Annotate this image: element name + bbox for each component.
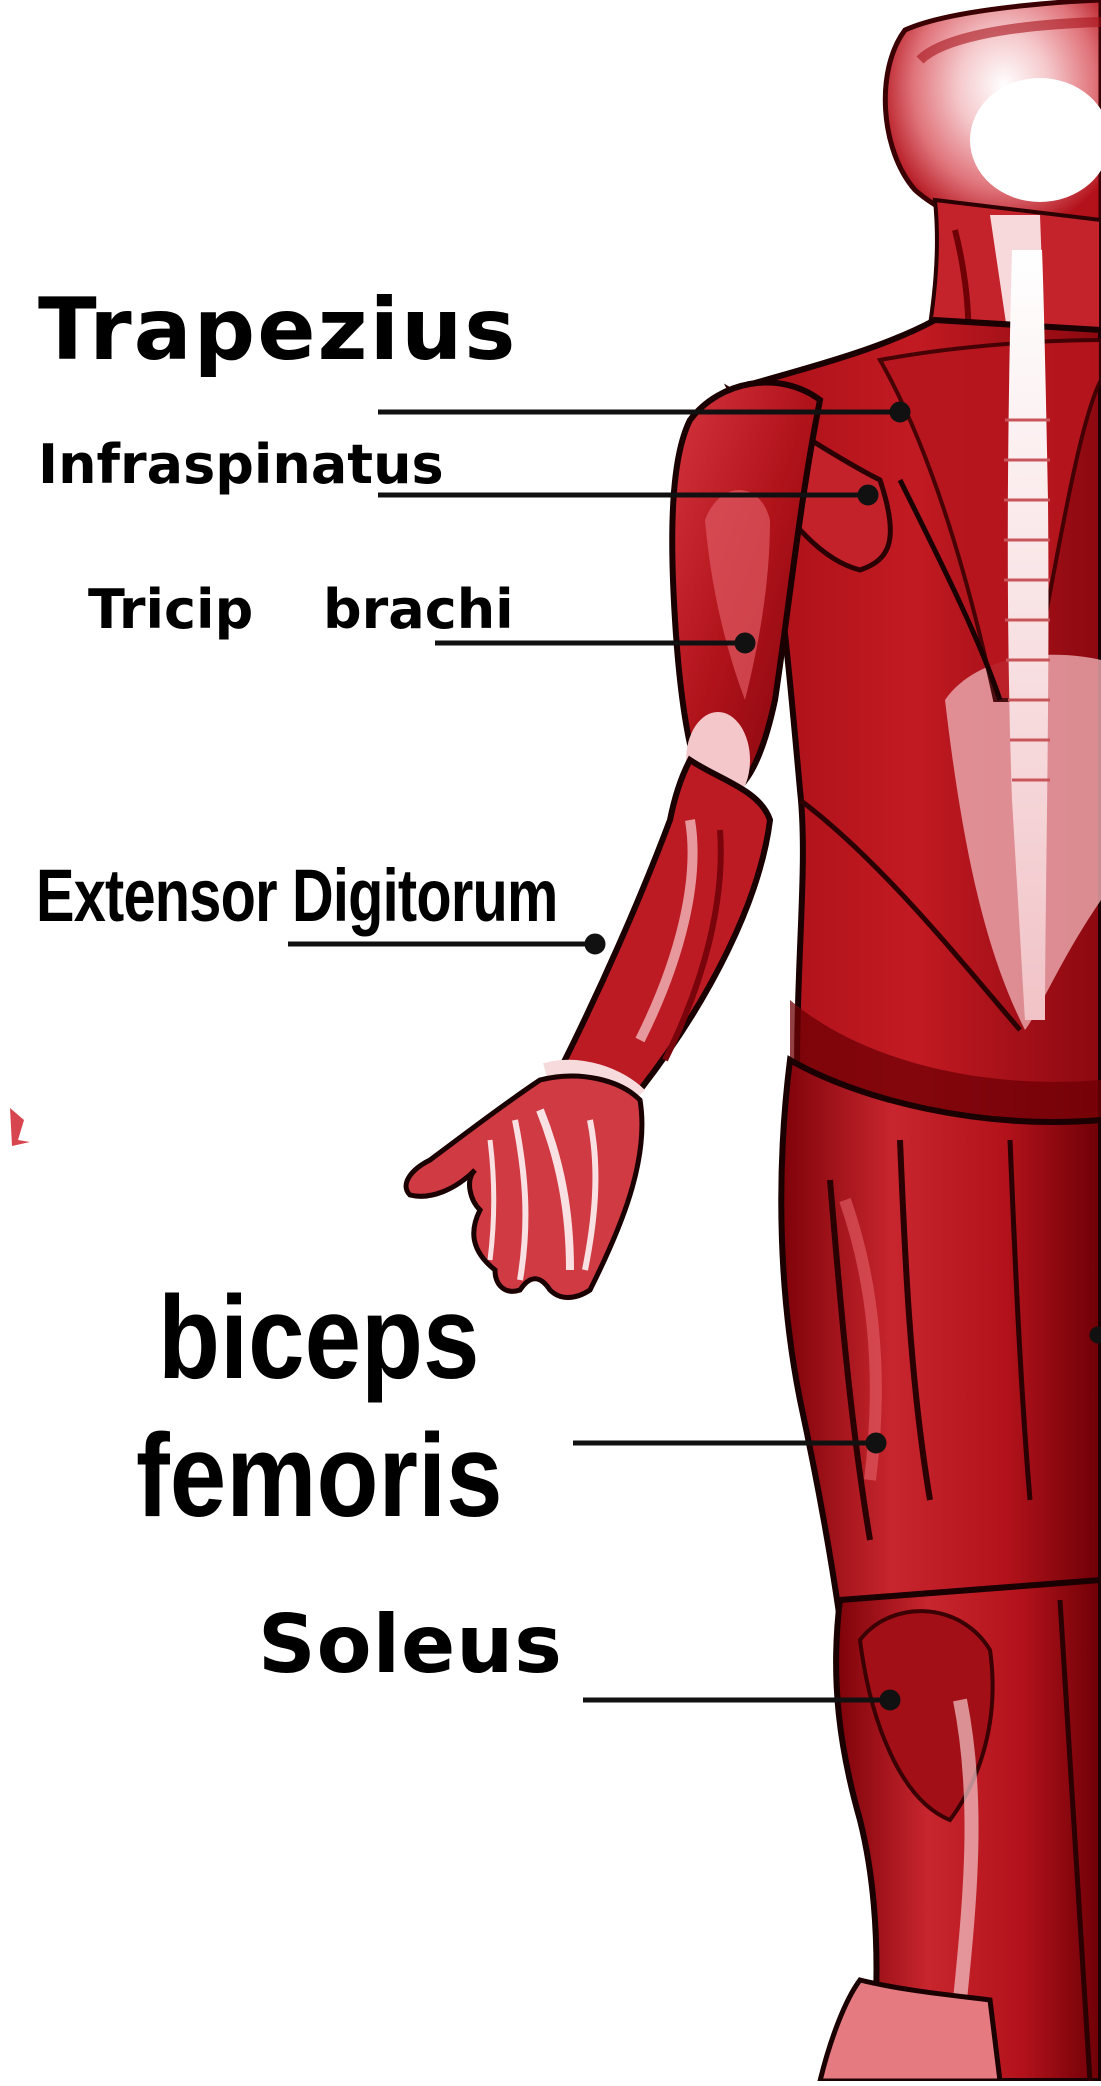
label-extensor-digitorum: Extensor Digitorum [36,853,558,938]
label-trapezius: Trapezius [38,280,518,380]
anchor-dot-soleus [882,1692,898,1708]
label-triceps-part2: brachi [323,578,514,641]
label-soleus: Soleus [258,1598,563,1691]
label-triceps-part1: Tricip [88,578,253,641]
forearm [545,760,770,1095]
anchor-dot-extensor [587,936,603,952]
label-biceps-femoris-line1: biceps [158,1270,479,1406]
lower-leg [820,1580,1101,2081]
anchor-dot-infraspinatus [860,487,876,503]
label-infraspinatus: Infraspinatus [38,433,444,496]
edge-artifact [10,1108,30,1146]
anchor-dot-edge [1092,1329,1101,1341]
hand [406,1076,642,1297]
thigh [781,1060,1101,1620]
anchor-dot-trapezius [892,404,908,420]
anchor-dot-triceps [737,635,753,651]
label-biceps-femoris-line2: femoris [136,1408,503,1544]
anchor-dot-biceps-femoris [868,1435,884,1451]
